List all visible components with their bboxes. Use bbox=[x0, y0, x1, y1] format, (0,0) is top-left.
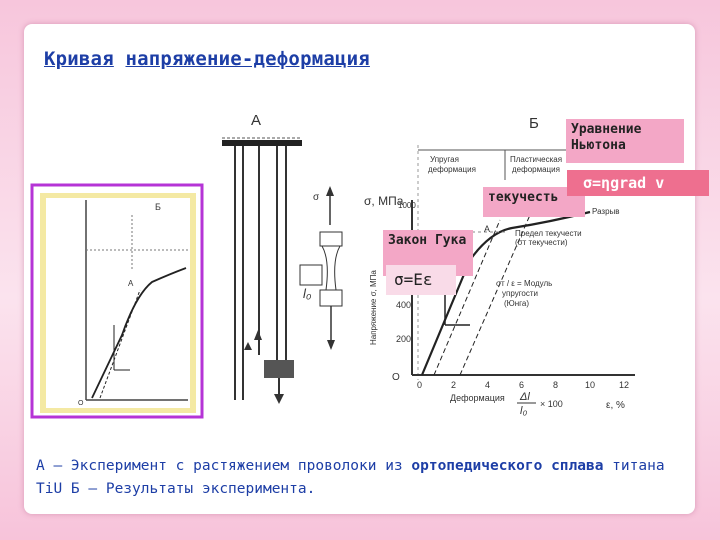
title-word-1: Кривая bbox=[44, 48, 114, 70]
zone-plastic-2: деформация bbox=[512, 165, 560, 174]
y-tick-400: 400 bbox=[396, 300, 411, 310]
inset-a-label: A bbox=[128, 279, 134, 288]
zone-plastic-1: Пластическая bbox=[510, 155, 562, 164]
slide-title: Кривая напряжение-деформация bbox=[44, 48, 370, 70]
slide-caption: А – Эксперимент с растяжением проволоки … bbox=[36, 455, 676, 501]
modulus-note-1: σт / ε = Модуль bbox=[496, 279, 552, 288]
point-a: A bbox=[484, 224, 490, 234]
x-axis-label: Деформация bbox=[450, 393, 505, 403]
x-tick-6: 6 bbox=[519, 380, 524, 390]
x-tick-10: 10 bbox=[585, 380, 595, 390]
x-tick-2: 2 bbox=[451, 380, 456, 390]
x-tick-4: 4 bbox=[485, 380, 490, 390]
svg-text:× 100: × 100 bbox=[540, 399, 563, 409]
caption-part-2: титана TiU Б – Результаты эксперимента. bbox=[36, 458, 665, 497]
modulus-note-3: (Юнга) bbox=[504, 299, 529, 308]
modulus-note-2: упругости bbox=[502, 289, 538, 298]
panel-b-label: Б bbox=[529, 115, 539, 132]
x-tick-0: 0 bbox=[417, 380, 422, 390]
x-tick-8: 8 bbox=[553, 380, 558, 390]
svg-text:l₀: l₀ bbox=[520, 405, 527, 417]
yield-note-2: (σт текучести) bbox=[515, 238, 568, 247]
y-tick-top: 1000 bbox=[398, 201, 416, 210]
panel-a-label: А bbox=[251, 112, 261, 129]
inset-graph: Б A O bbox=[30, 183, 204, 419]
stress-strain-curve bbox=[420, 210, 591, 376]
y-axis-label: σ, МПа bbox=[364, 194, 404, 208]
title-word-2: напряжение-деформация bbox=[125, 48, 370, 70]
unloading-line bbox=[433, 219, 501, 376]
apparatus-diagram: А σ l₀ bbox=[222, 112, 343, 404]
y-axis-rotated: Напряжение σ, МПа bbox=[369, 270, 378, 345]
x-tick-12: 12 bbox=[619, 380, 629, 390]
caption-part-1: А – Эксперимент с растяжением проволоки … bbox=[36, 458, 412, 474]
x-axis-unit: ε, % bbox=[606, 400, 625, 411]
strain-fraction: Δl bbox=[519, 391, 530, 403]
caption-bold-1: ортопедического сплава bbox=[411, 458, 604, 474]
break-note: Разрыв bbox=[592, 207, 620, 216]
zone-elastic-1: Упругая bbox=[430, 155, 459, 164]
newton-note: Уравнение Ньютона bbox=[566, 119, 684, 163]
hooke-equation: σ=Eε bbox=[386, 265, 456, 295]
inset-origin: O bbox=[78, 400, 84, 407]
origin-label: O bbox=[392, 372, 400, 383]
y-tick-200: 200 bbox=[396, 334, 411, 344]
inset-b-label: Б bbox=[155, 202, 161, 212]
newton-equation: σ=ηgrad v bbox=[567, 170, 709, 196]
specimen-sigma: σ bbox=[313, 192, 320, 203]
specimen-l0: l₀ bbox=[303, 286, 312, 301]
zone-elastic-2: деформация bbox=[428, 165, 476, 174]
yield-note-1: Предел текучести bbox=[515, 229, 582, 238]
